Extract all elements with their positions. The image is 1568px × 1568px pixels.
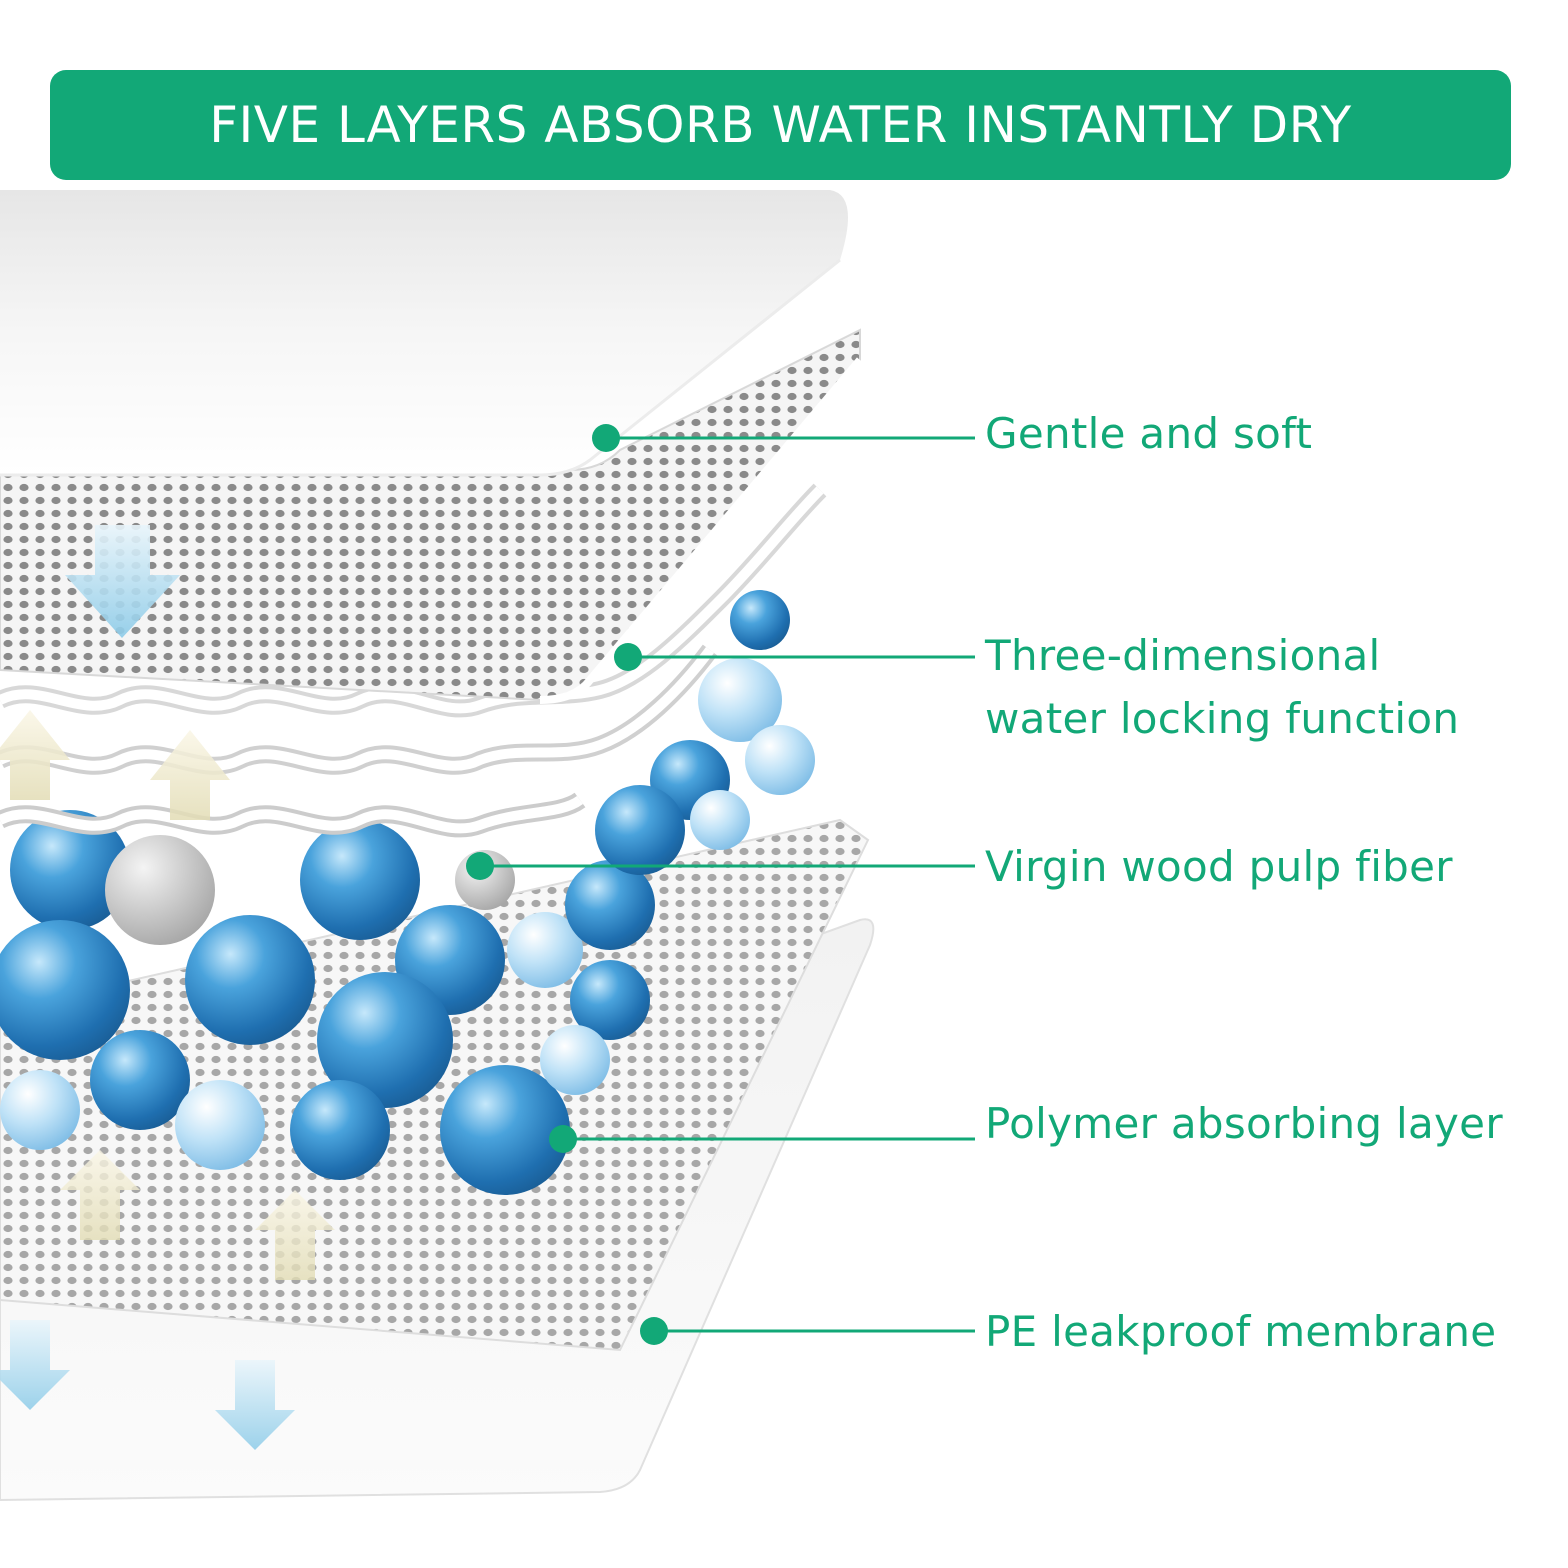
label-gentle-soft: Gentle and soft	[985, 403, 1312, 465]
label-wood-pulp: Virgin wood pulp fiber	[985, 836, 1453, 898]
title-banner: FIVE LAYERS ABSORB WATER INSTANTLY DRY	[50, 70, 1511, 180]
label-water-locking: water locking function	[985, 688, 1459, 750]
label-pe-membrane: PE leakproof membrane	[985, 1301, 1496, 1363]
label-three-dimensional: Three-dimensional	[985, 625, 1381, 687]
label-polymer: Polymer absorbing layer	[985, 1093, 1503, 1155]
